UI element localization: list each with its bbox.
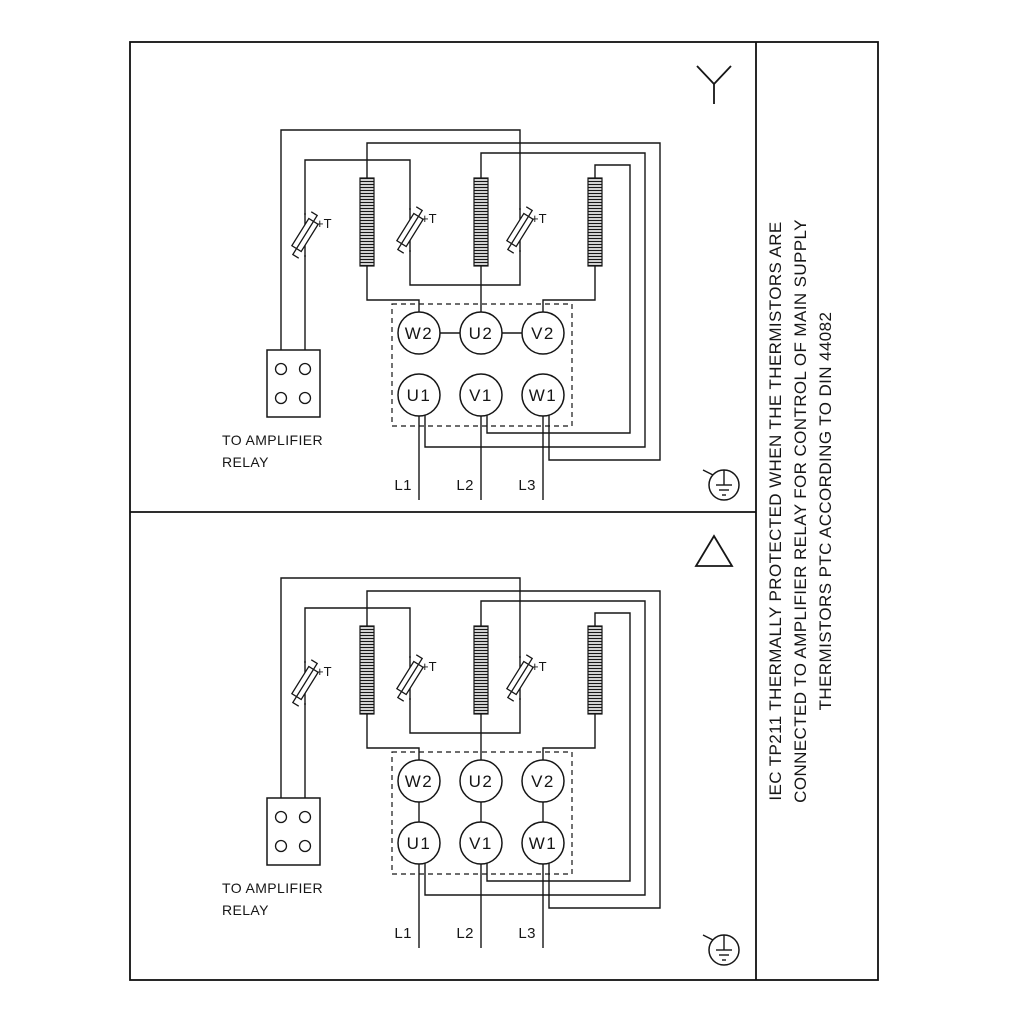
side-note: IEC TP211 THERMALLY PROTECTED WHEN THE T… bbox=[766, 219, 835, 803]
motor-winding bbox=[587, 177, 603, 267]
thermistor-icon bbox=[395, 654, 425, 702]
thermistor-icon bbox=[290, 211, 320, 259]
thermistor-icon bbox=[505, 206, 535, 254]
thermistor-label: +T bbox=[531, 211, 547, 226]
amplifier-relay-terminal-block bbox=[266, 349, 321, 418]
terminal-label-w1: W1 bbox=[529, 386, 558, 405]
motor-winding bbox=[587, 625, 603, 715]
terminal-label-v1: V1 bbox=[469, 834, 493, 853]
motor-winding bbox=[359, 625, 375, 715]
terminal-u2 bbox=[459, 759, 503, 803]
terminal-board-outline bbox=[391, 303, 573, 427]
thermistor-icon bbox=[505, 654, 535, 702]
terminal-v2 bbox=[521, 311, 565, 355]
thermistor-label: +T bbox=[531, 659, 547, 674]
terminal-w1 bbox=[521, 821, 565, 865]
terminal-u2 bbox=[459, 311, 503, 355]
terminal-v1 bbox=[459, 373, 503, 417]
terminal-u1 bbox=[397, 821, 441, 865]
terminal-label-v1: V1 bbox=[469, 386, 493, 405]
relay-caption-line2: RELAY bbox=[222, 902, 269, 918]
delta-connection-section: +T +T +T TO AMPLIFIER RELAY W2 U2 V2 U bbox=[222, 577, 661, 948]
thermistor-icon bbox=[290, 659, 320, 707]
terminal-label-w2: W2 bbox=[405, 772, 434, 791]
motor-winding bbox=[473, 625, 489, 715]
thermistor-label: +T bbox=[316, 664, 332, 679]
star-connection-icon bbox=[696, 65, 732, 104]
thermistor-label: +T bbox=[316, 216, 332, 231]
thermistor-icon bbox=[395, 206, 425, 254]
terminal-w2 bbox=[397, 759, 441, 803]
supply-label-l3: L3 bbox=[518, 477, 536, 494]
star-connection-section: +T +T +T TO AMPLIFIER RELAY W2 U2 bbox=[222, 129, 661, 500]
terminal-board-outline bbox=[391, 751, 573, 875]
circuit-wires bbox=[280, 129, 661, 500]
terminal-w2 bbox=[397, 311, 441, 355]
terminal-label-v2: V2 bbox=[531, 324, 555, 343]
supply-label-l1: L1 bbox=[394, 925, 412, 942]
terminal-label-v2: V2 bbox=[531, 772, 555, 791]
supply-label-l2: L2 bbox=[456, 477, 474, 494]
terminal-u1 bbox=[397, 373, 441, 417]
drawing-border bbox=[129, 41, 879, 981]
delta-connection-icon bbox=[694, 534, 734, 567]
relay-caption-line2: RELAY bbox=[222, 454, 269, 470]
thermistor-label: +T bbox=[421, 211, 437, 226]
earth-ground-icon bbox=[702, 934, 740, 966]
side-note-line3: THERMISTORS PTC ACCORDING TO DIN 44082 bbox=[816, 312, 835, 711]
supply-label-l2: L2 bbox=[456, 925, 474, 942]
circuit-wires bbox=[280, 577, 661, 948]
supply-label-l3: L3 bbox=[518, 925, 536, 942]
relay-caption-line1: TO AMPLIFIER bbox=[222, 432, 323, 448]
terminal-label-w2: W2 bbox=[405, 324, 434, 343]
amplifier-relay-terminal-block bbox=[266, 797, 321, 866]
motor-winding bbox=[473, 177, 489, 267]
terminal-label-u1: U1 bbox=[407, 386, 432, 405]
terminal-label-u1: U1 bbox=[407, 834, 432, 853]
terminal-label-u2: U2 bbox=[469, 772, 494, 791]
terminal-v2 bbox=[521, 759, 565, 803]
side-note-line2: CONNECTED TO AMPLIFIER RELAY FOR CONTROL… bbox=[791, 219, 810, 803]
supply-label-l1: L1 bbox=[394, 477, 412, 494]
thermistor-label: +T bbox=[421, 659, 437, 674]
terminal-w1 bbox=[521, 373, 565, 417]
motor-winding bbox=[359, 177, 375, 267]
terminal-v1 bbox=[459, 821, 503, 865]
side-note-line1: IEC TP211 THERMALLY PROTECTED WHEN THE T… bbox=[766, 221, 785, 800]
relay-caption-line1: TO AMPLIFIER bbox=[222, 880, 323, 896]
earth-ground-icon bbox=[702, 469, 740, 501]
terminal-label-w1: W1 bbox=[529, 834, 558, 853]
terminal-label-u2: U2 bbox=[469, 324, 494, 343]
